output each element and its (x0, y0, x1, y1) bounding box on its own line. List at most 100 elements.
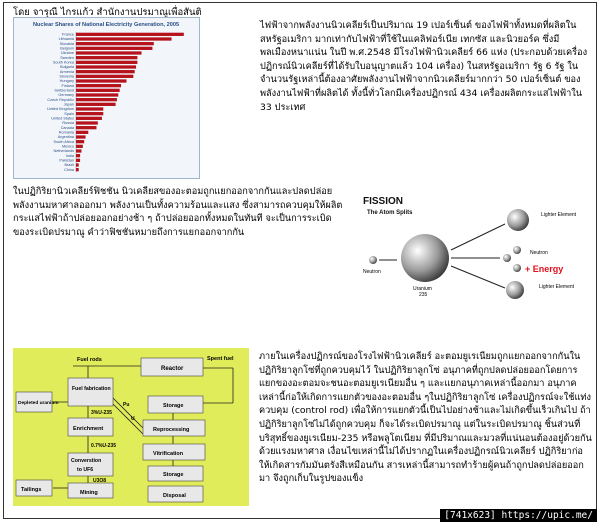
chart-bar (76, 121, 98, 125)
chart-bar (76, 84, 122, 88)
label-enrichment: Enrichment (73, 426, 103, 432)
depleted-uranium-box (15, 391, 53, 413)
vitrification-box (142, 443, 206, 461)
label-07pct-u235: 0.7%U-235 (91, 443, 116, 449)
chart-category-label: Brazil (65, 163, 75, 167)
chart-category-label: Armenia (60, 70, 75, 74)
chart-bar (76, 102, 116, 106)
reprocessing-box (142, 419, 206, 437)
chart-bar (76, 70, 135, 74)
neutron-out-1 (503, 254, 511, 262)
label-spent-fuel: Spent fuel (207, 356, 234, 362)
label-u3o8: U3O8 (93, 478, 106, 484)
neutron-out-3 (513, 264, 521, 272)
tailings-box (15, 479, 53, 497)
chart-category-label: Slovenia (59, 75, 74, 79)
chart-bar (76, 65, 137, 69)
neutron-label-left: Neutron (363, 269, 381, 275)
chart-title: Nuclear Shares of National Electricity G… (33, 22, 179, 28)
chart-bar (76, 79, 127, 83)
paragraph-electricity: ไฟฟ้าจากพลังงานนิวเคลียร์เป็นปริมาณ 19 เ… (260, 20, 588, 113)
neutron-label-right: Neutron (530, 250, 548, 256)
chart-bar (76, 42, 154, 46)
conversion-box (67, 452, 114, 477)
chart-bar (76, 154, 81, 158)
chart-category-label: United States (51, 117, 74, 121)
chart-category-label: Switzerland (54, 89, 74, 93)
chart-category-label: Russia (62, 121, 74, 125)
paragraph-reactor: ภายในเครื่องปฏิกรณ์ของโรงไฟฟ้านิวเคลียร์… (259, 351, 592, 485)
chart-category-label: India (66, 154, 75, 158)
chart-category-label: Mexico (62, 145, 74, 149)
chart-bar (76, 46, 153, 50)
fuel-fabrication-box (67, 377, 114, 407)
label-depleted-uranium: Depleted uranium (18, 400, 59, 406)
chart-category-label: Belgium (60, 47, 74, 51)
chart-bar (76, 74, 134, 78)
mining-box (67, 482, 114, 499)
paragraph-fission: ในปฏิกิริยานิวเคลียร์ฟิชชัน นิวเคลียสของ… (13, 186, 343, 238)
label-converstion: Converstion (71, 458, 101, 464)
fuel-cycle-diagram: Fuel rods Reactor Spent fuel Fuel fabric… (13, 348, 249, 506)
chart-category-label: Japan (64, 103, 74, 107)
disposal-box (147, 485, 204, 503)
chart-bar (76, 149, 82, 153)
chart-bar (76, 140, 85, 144)
lighter-element-label-bottom: Lighter Element (539, 284, 575, 290)
label-fuel-rods: Fuel rods (77, 357, 102, 363)
label-mining: Mining (80, 490, 98, 496)
chart-category-label: Pakistan (59, 159, 74, 163)
chart-category-label: Argentina (58, 135, 75, 139)
chart-bar (76, 98, 117, 102)
chart-bar (76, 56, 138, 60)
chart-category-label: Czech Republic (47, 98, 74, 102)
split-line-top (450, 223, 506, 251)
label-pu: Pu (123, 402, 129, 408)
chart-category-label: United Kingdom (47, 107, 74, 111)
chart-category-label: Hungary (60, 79, 74, 83)
energy-label: + Energy (525, 264, 563, 274)
label-vitrification: Vitrification (153, 451, 184, 457)
chart-category-label: Romania (59, 131, 75, 135)
lighter-element-top (507, 209, 529, 231)
chart-category-label: Finland (62, 84, 74, 88)
neutron-ball (369, 256, 377, 264)
label-reactor: Reactor (161, 366, 184, 372)
label-tailings: Tailings (21, 487, 41, 493)
chart-category-label: South Africa (54, 140, 75, 144)
nuclear-share-chart: Nuclear Shares of National Electricity G… (13, 17, 200, 179)
storage-box-top (147, 395, 204, 414)
chart-bar (76, 130, 89, 134)
label-storage-top: Storage (163, 403, 183, 409)
chart-bar (76, 37, 172, 41)
chart-category-label: Slovakia (60, 42, 75, 46)
neutron-out-2 (513, 246, 521, 254)
label-disposal: Disposal (163, 493, 186, 499)
lighter-element-label-top: Lighter Element (541, 212, 577, 218)
chart-category-label: Spain (64, 112, 74, 116)
reactor-box (140, 357, 204, 377)
chart-bar (76, 158, 81, 162)
uranium-nucleus (401, 234, 449, 282)
label-3pct-u235: 3%U-235 (91, 410, 112, 416)
chart-bar (76, 112, 104, 116)
chart-category-label: Ukraine (61, 51, 74, 55)
chart-bar (76, 126, 97, 130)
chart-category-label: China (64, 168, 75, 172)
fission-title: FISSION (363, 196, 403, 207)
chart-bar (76, 88, 120, 92)
chart-category-label: Netherlands (54, 149, 75, 153)
chart-bar (76, 135, 86, 139)
chart-category-label: Sweden (60, 56, 74, 60)
chart-bar (76, 32, 184, 36)
chart-category-label: France (62, 33, 74, 37)
uranium-number: 235 (419, 292, 428, 298)
author-line: โดย จารุณี ไกรแก้ว สำนักงานปรมาณูเพื่อสั… (13, 7, 202, 18)
chart-category-label: Bulgaria (60, 65, 75, 69)
watermark: [741x623] https://upic.me/ (440, 509, 597, 522)
label-fuel-fabrication: Fuel fabrication (72, 386, 111, 392)
label-storage-bottom: Storage (163, 472, 183, 478)
chart-bar (76, 107, 104, 111)
chart-category-label: South Korea (53, 61, 75, 65)
chart-category-label: Canada (61, 126, 75, 130)
